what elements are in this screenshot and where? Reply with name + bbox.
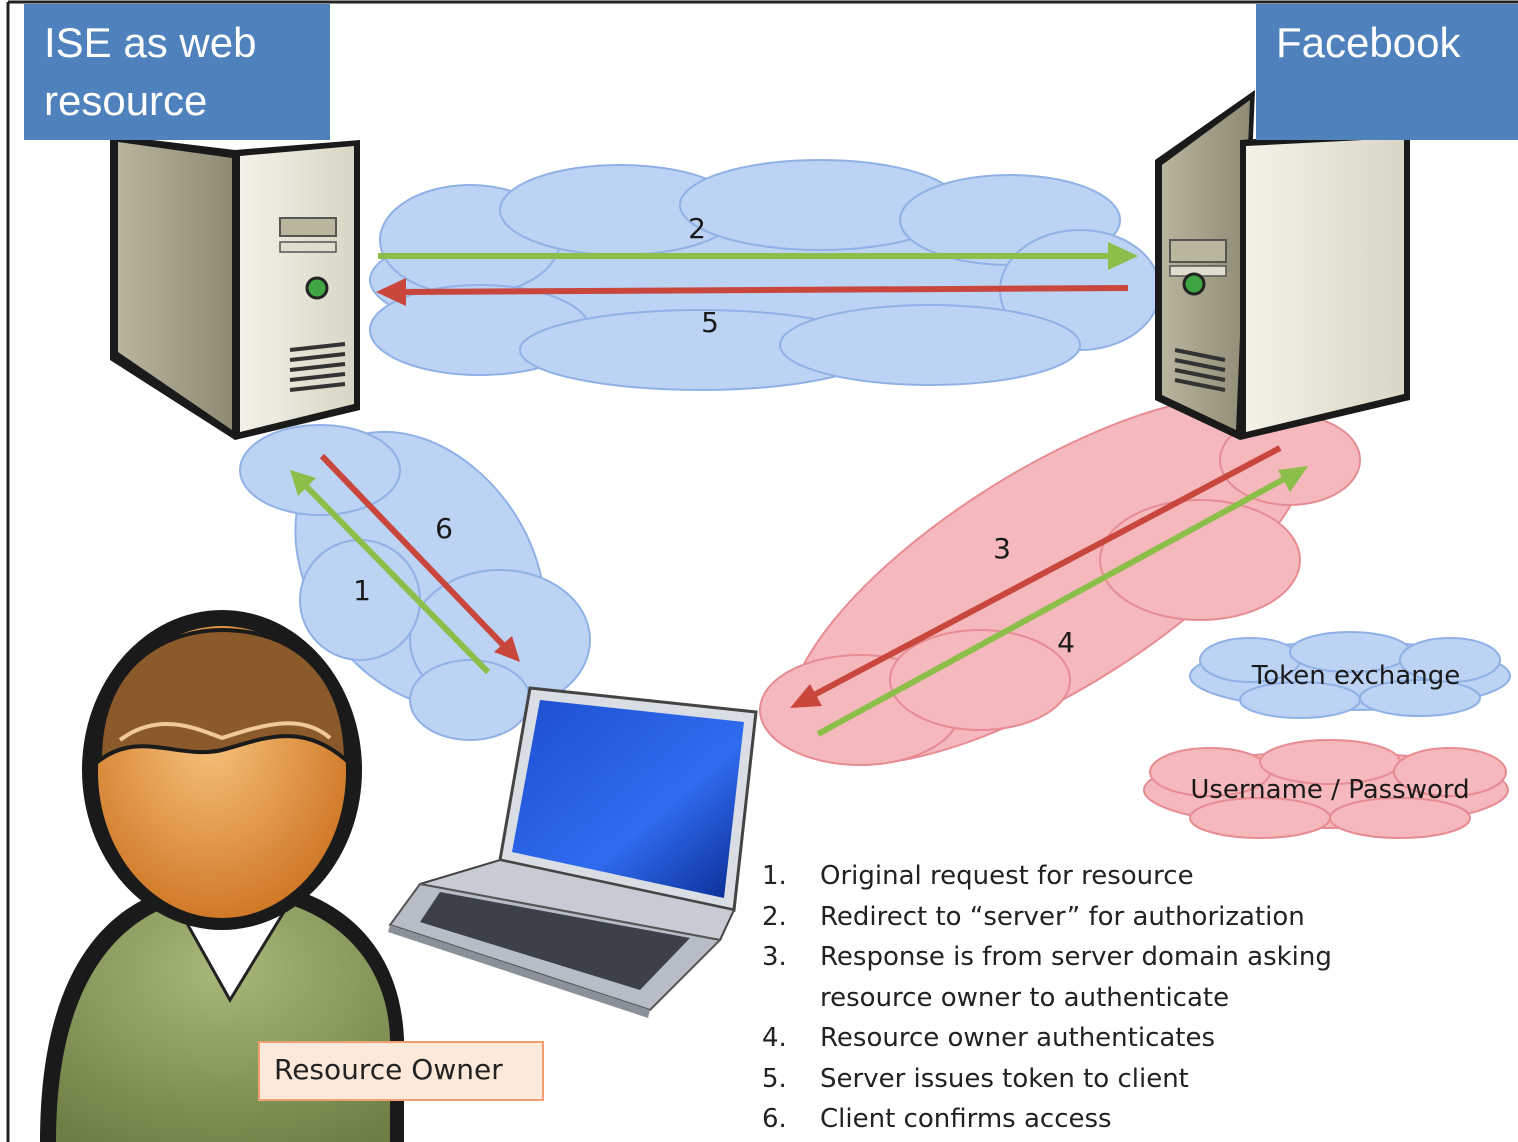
step-item: 3. Response is from server domain asking <box>762 937 1382 978</box>
top-token-cloud <box>369 159 1161 391</box>
step-item: 4. Resource owner authenticates <box>762 1018 1382 1059</box>
arrow-label-3: 3 <box>993 532 1011 565</box>
steps-list: 1. Original request for resource 2. Redire… <box>762 856 1382 1140</box>
step-text: Resource owner authenticates <box>820 1023 1216 1053</box>
arrow-2-green <box>378 242 1138 270</box>
resource-owner-label-box: Resource Owner <box>258 1041 544 1101</box>
ise-server-icon <box>110 135 360 440</box>
arrow-3-red <box>790 445 1282 708</box>
arrow-4-green <box>816 466 1308 737</box>
step-text: Response is from server domain asking <box>820 942 1332 972</box>
step-item: 1. Original request for resource <box>762 856 1382 897</box>
step-item: 6. Client confirms access <box>762 1099 1382 1140</box>
step-item: 2. Redirect to “server” for authorization <box>762 897 1382 938</box>
step-text: Client confirms access <box>820 1104 1112 1134</box>
facebook-box-label: Facebook <box>1276 19 1461 66</box>
arrow-1-green <box>290 470 491 675</box>
step-number: 3. <box>762 942 787 972</box>
legend-username-password-label: Username / Password <box>1190 775 1469 805</box>
legend-token-exchange-label: Token exchange <box>1251 661 1460 691</box>
ise-box-label: ISE as web resource <box>44 14 256 130</box>
step-text: Redirect to “server” for authorization <box>820 901 1305 932</box>
resource-owner-label: Resource Owner <box>274 1053 503 1086</box>
facebook-box: Facebook <box>1256 4 1518 140</box>
ise-web-resource-box: ISE as web resource <box>24 4 330 140</box>
step-number: 1. <box>762 861 787 891</box>
ise-box-label-line-1: ISE as web <box>44 19 257 66</box>
step-number: 2. <box>762 901 787 932</box>
arrow-label-2: 2 <box>688 212 706 245</box>
arrow-label-1: 1 <box>353 574 371 607</box>
arrow-label-5: 5 <box>701 306 719 339</box>
legend-username-password: Username / Password <box>1143 739 1509 839</box>
step-text: Original request for resource <box>820 861 1194 891</box>
arrow-6-red <box>319 453 520 662</box>
arrow-label-4: 4 <box>1057 626 1075 659</box>
step-text: resource owner to authenticate <box>820 982 1230 1013</box>
step-number: 6. <box>762 1104 787 1134</box>
arrow-5-red <box>376 278 1129 306</box>
step-item: resource owner to authenticate <box>762 978 1382 1019</box>
step-text: Server issues token to client <box>820 1063 1189 1094</box>
facebook-server-icon <box>1155 90 1410 440</box>
legend-token-exchange: Token exchange <box>1189 631 1511 719</box>
step-number: 4. <box>762 1023 787 1053</box>
client-laptop-icon <box>388 686 758 1018</box>
step-number: 5. <box>762 1063 787 1094</box>
arrow-label-6: 6 <box>435 512 453 545</box>
ise-box-label-line-2: resource <box>44 77 208 124</box>
step-item: 5. Server issues token to client <box>762 1059 1382 1100</box>
